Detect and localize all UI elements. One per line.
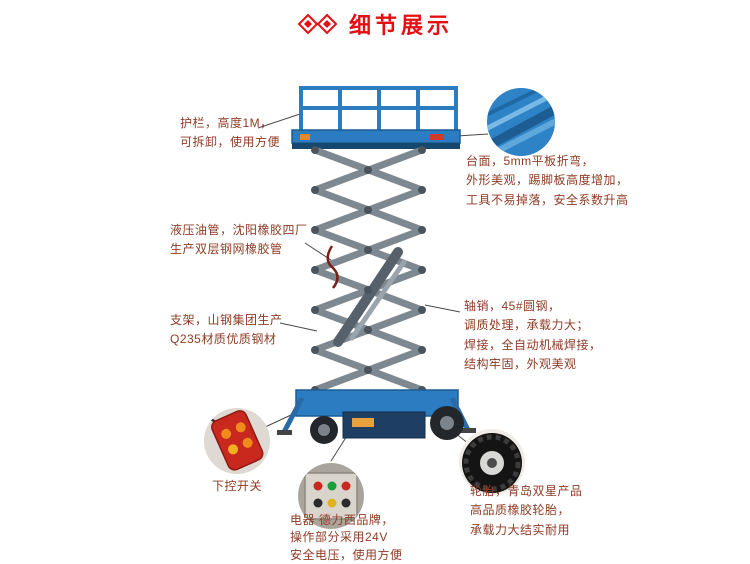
platform-deck [291,129,461,149]
scissor-arms [311,146,426,394]
guardrail [299,86,458,132]
diamond-icon [297,13,338,35]
platform-surface-label: 台面，5mm平板折弯， 外形美观，踢脚板高度增加， 工具不易掉落，安全系数升高 [466,154,629,207]
joint-pins [311,146,426,394]
hydraulic-cylinder [333,247,407,347]
hydraulic-hose-label: 液压油管，沈阳橡胶四厂 生产双层钢网橡胶管 [170,223,308,257]
remote-control-photo [204,408,270,474]
axle-pin-label: 轴销，45#圆钢， 调质处理，承载力大； 焊接，全自动机械焊接， 结构牢固，外观… [464,299,602,372]
scissor-lift-illustration [277,86,476,444]
platform-detail-photo [487,88,555,156]
page-title: 细节展示 [348,13,453,38]
callout-lines [257,113,489,462]
support-frame-label: 支架，山钢集团生产 Q235材质优质钢材 [170,313,283,347]
tire-photo [459,429,525,495]
chassis [277,389,476,439]
lower-control-switch-label: 下控开关 [211,479,262,493]
control-panel-photo [298,463,364,529]
page-header: 细节展示 [0,8,750,40]
guardrail-label: 护栏，高度1M， 可拆卸，使用方便 [180,116,281,150]
wheels [310,406,464,444]
hydraulic-hose [326,245,339,289]
electrics-label: 电器 德力西品牌， 操作部分采用24V 安全电压，使用方便 [290,513,403,562]
tire-label: 轮胎，青岛双星产品 高品质橡胶轮胎， 承载力大结实耐用 [470,484,583,537]
